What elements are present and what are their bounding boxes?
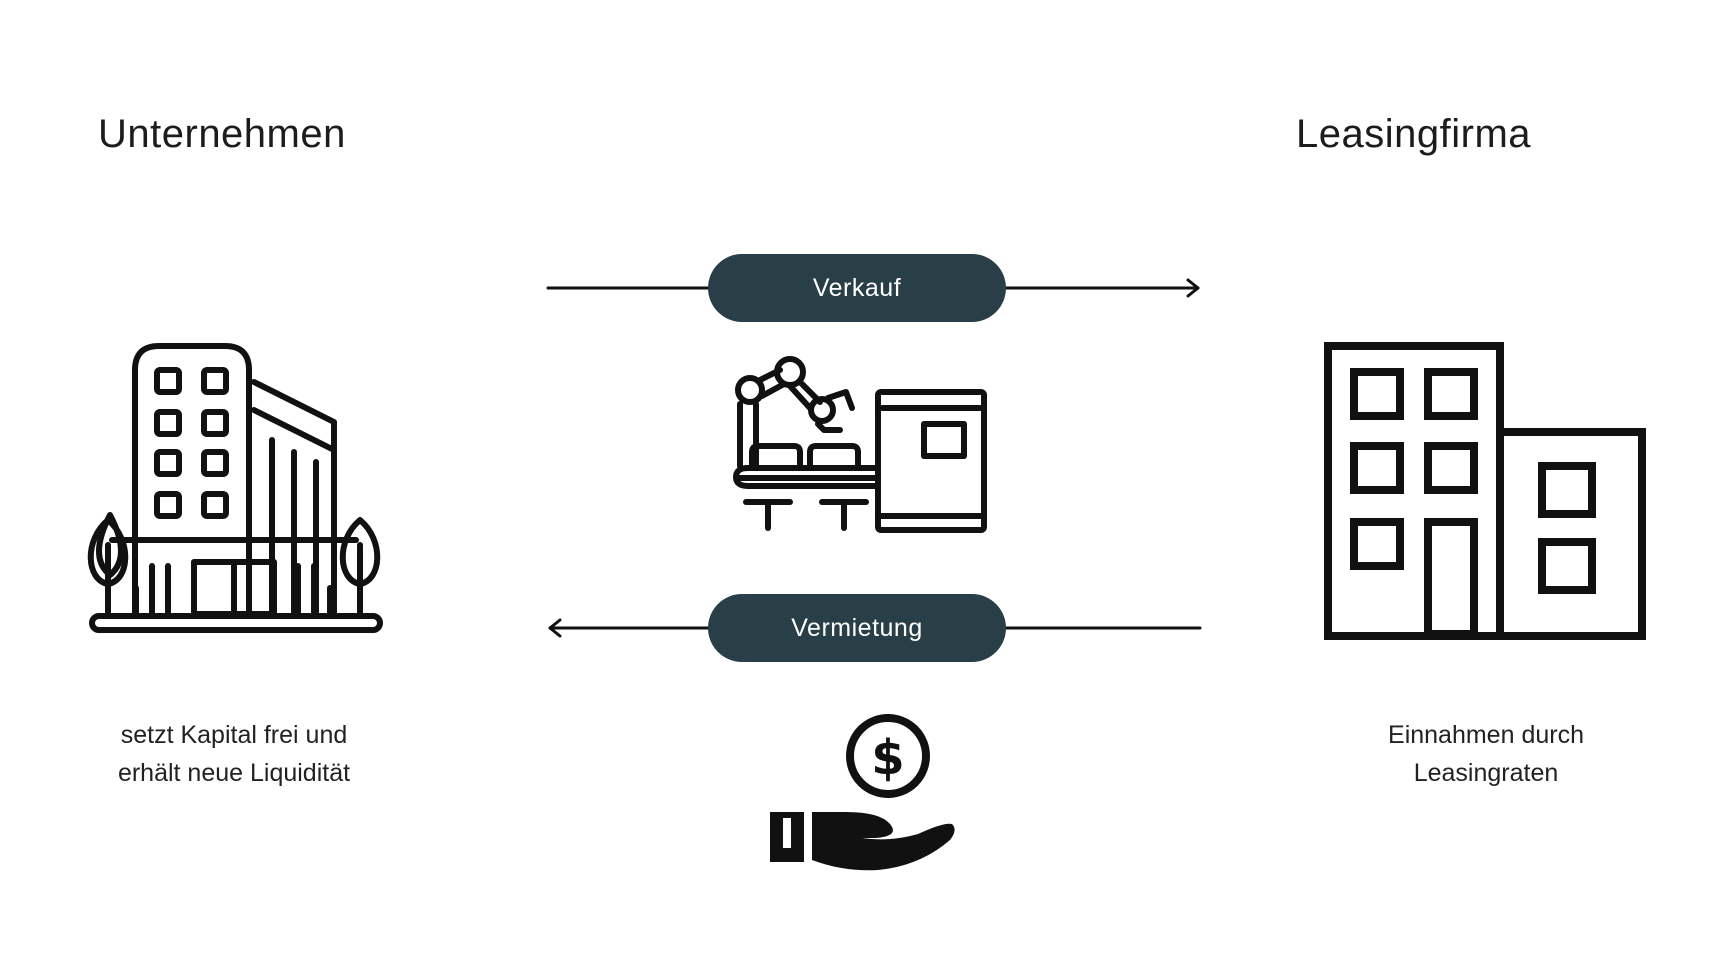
title-leasingfirma: Leasingfirma — [1296, 112, 1532, 156]
title-unternehmen: Unternehmen — [98, 112, 346, 156]
verkauf-pill: Verkauf — [708, 254, 1006, 322]
vermietung-label: Vermietung — [791, 613, 923, 642]
caption-leasingfirma-line2: Leasingraten — [1413, 759, 1559, 787]
arrow-vermietung-head — [548, 618, 562, 638]
verkauf-label: Verkauf — [812, 273, 902, 302]
caption-leasingfirma: Einnahmen durch Leasingraten — [1286, 716, 1686, 792]
svg-text:$: $ — [871, 730, 904, 786]
arrow-verkauf-head — [1186, 278, 1200, 298]
caption-leasingfirma-line1: Einnahmen durch — [1388, 721, 1584, 749]
vermietung-pill: Vermietung — [708, 594, 1006, 662]
caption-unternehmen: setzt Kapital frei und erhält neue Liqui… — [34, 716, 434, 792]
caption-unternehmen-line1: setzt Kapital frei und — [120, 721, 348, 749]
caption-unternehmen-line2: erhält neue Liquidität — [117, 759, 351, 787]
